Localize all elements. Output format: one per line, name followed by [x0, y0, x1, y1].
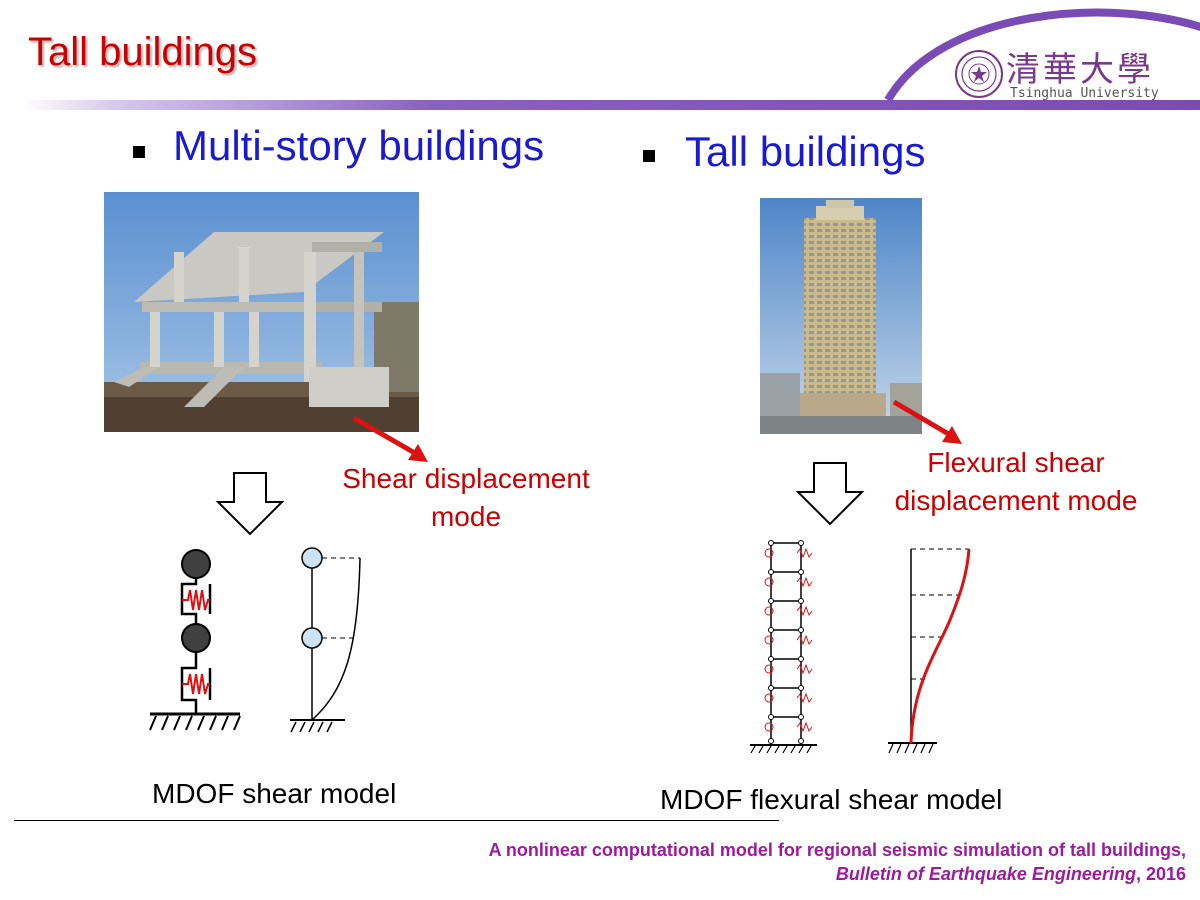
shear-spring-icon — [797, 607, 812, 615]
mdof-flexural-shear-model-diagram — [745, 525, 985, 755]
left-caption: MDOF shear model — [152, 778, 396, 810]
reference-journal-name: Bulletin of Earthquake Engineering — [836, 864, 1136, 884]
university-name-chinese: 清華大學 — [1006, 42, 1154, 91]
right-mode-label-line1: Flexural shear — [866, 444, 1166, 482]
shear-spring-icon — [797, 723, 812, 731]
shear-spring-icon — [797, 549, 812, 557]
bullet-icon — [643, 150, 655, 162]
mdof-shear-model-diagram — [140, 540, 390, 740]
right-down-arrow-icon — [794, 460, 866, 528]
rotational-spring-icon — [765, 549, 773, 557]
footer-divider — [14, 820, 779, 821]
university-name-english: Tsinghua University — [1010, 86, 1159, 101]
left-down-arrow-icon — [214, 470, 286, 538]
rotational-spring-icon — [765, 665, 773, 673]
shear-spring-icon — [797, 665, 812, 673]
right-caption: MDOF flexural shear model — [660, 784, 1002, 816]
rotational-spring-icon — [765, 723, 773, 731]
title-divider-bar — [22, 100, 1200, 110]
multi-story-building-photo — [104, 192, 419, 432]
bullet-icon — [133, 146, 145, 158]
shear-spring-icon — [797, 694, 812, 702]
shear-spring-icon — [797, 578, 812, 586]
reference-journal: Bulletin of Earthquake Engineering, 2016 — [836, 864, 1186, 885]
right-pointer-arrow — [890, 398, 970, 450]
right-mode-label-line2: displacement mode — [866, 482, 1166, 520]
rotational-spring-icon — [765, 636, 773, 644]
right-mode-label: Flexural shear displacement mode — [866, 444, 1166, 520]
left-mode-label-line2: mode — [318, 498, 614, 536]
rotational-spring-icon — [765, 607, 773, 615]
rotational-spring-icon — [765, 694, 773, 702]
left-mode-label-line1: Shear displacement — [318, 460, 614, 498]
rotational-spring-icon — [765, 578, 773, 586]
left-heading: Multi-story buildings — [173, 122, 544, 170]
page-title: Tall buildings — [28, 30, 257, 75]
university-seal-logo — [954, 49, 1004, 99]
shear-spring-icon — [797, 636, 812, 644]
left-mode-label: Shear displacement mode — [318, 460, 614, 536]
reference-year: , 2016 — [1136, 864, 1186, 884]
reference-title: A nonlinear computational model for regi… — [489, 840, 1186, 861]
right-heading: Tall buildings — [685, 128, 925, 176]
